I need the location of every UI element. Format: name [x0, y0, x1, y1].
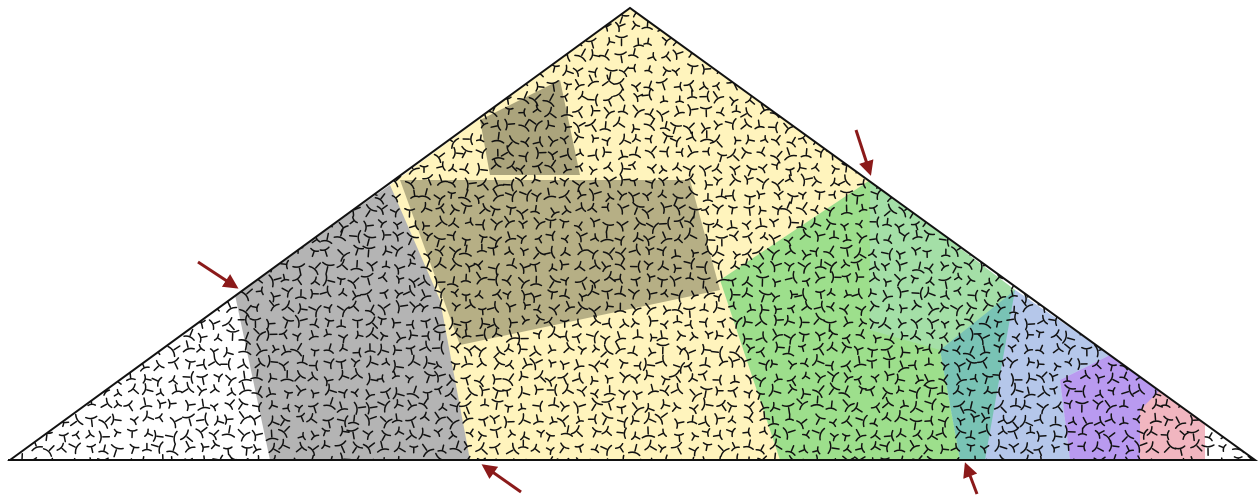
arrow-bottom-left — [484, 466, 521, 492]
arrow-bottom-right — [966, 465, 977, 494]
arrow-left-edge — [198, 262, 236, 287]
arrow-right-edge — [856, 130, 870, 173]
